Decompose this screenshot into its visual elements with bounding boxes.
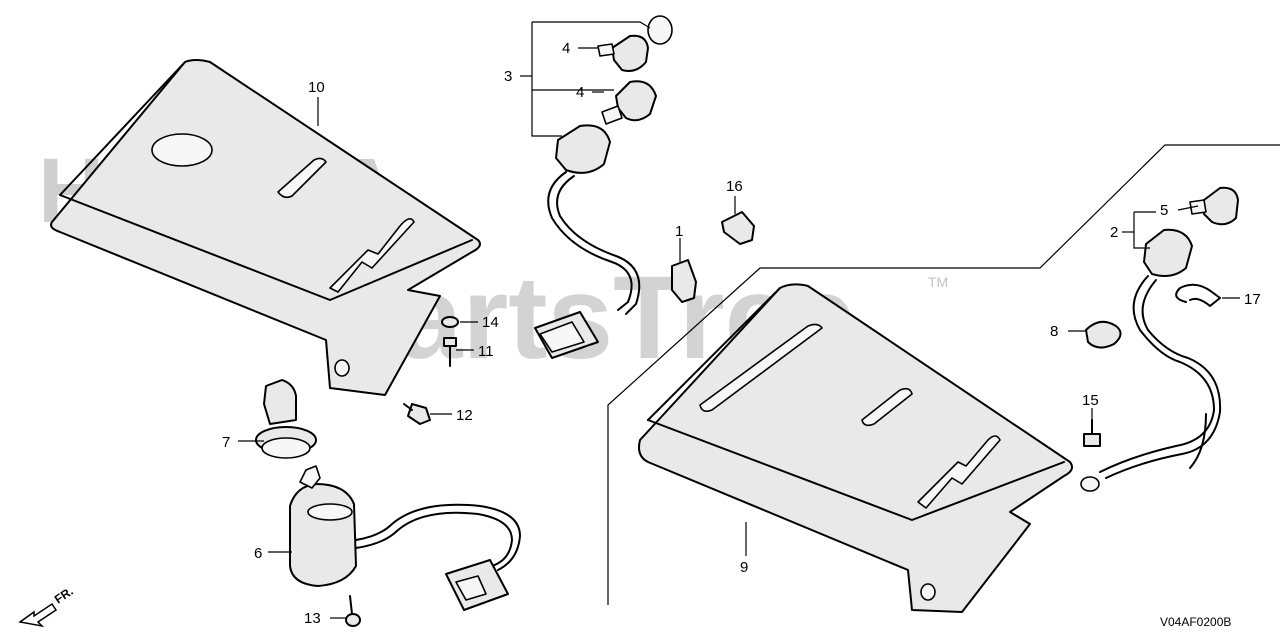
cover-vent-hole (151, 133, 213, 167)
socket-housing (555, 124, 611, 174)
callout-1: 1 (675, 223, 683, 240)
trademark-mark: TM (928, 274, 948, 290)
wire-clip[interactable] (1175, 283, 1221, 307)
switch-assembly[interactable] (289, 465, 521, 611)
callout-4b: 4 (576, 84, 584, 101)
callout-12: 12 (456, 407, 473, 424)
socket-assembly-3[interactable] (534, 15, 673, 359)
callout-3: 3 (504, 68, 512, 85)
front-arrow-icon (18, 602, 58, 628)
engine-cover-left[interactable] (50, 59, 481, 396)
socket-assembly-2[interactable] (1080, 186, 1239, 492)
callout-8: 8 (1050, 323, 1058, 340)
leader-lines (238, 21, 1240, 619)
callout-4a: 4 (562, 40, 570, 57)
bolt-11[interactable] (443, 337, 457, 367)
front-label: FR. (52, 584, 76, 606)
screw-13[interactable] (345, 595, 361, 627)
switch-knob[interactable] (255, 379, 317, 459)
screw-12[interactable] (403, 403, 431, 425)
o-ring (647, 15, 673, 45)
callouts: 10 3 4 4 16 1 5 2 17 8 14 11 12 15 7 6 9… (222, 40, 1261, 627)
callout-14: 14 (482, 314, 499, 331)
grommet[interactable] (1085, 320, 1122, 349)
cord-clip[interactable] (721, 211, 755, 245)
section-divider (607, 144, 1280, 605)
holder[interactable] (671, 259, 697, 303)
callout-17: 17 (1244, 291, 1261, 308)
callout-11: 11 (478, 343, 494, 360)
callout-10: 10 (308, 79, 325, 96)
socket-housing-2 (1143, 228, 1193, 277)
washer[interactable] (441, 316, 459, 328)
callout-7: 7 (222, 434, 230, 451)
bulb-socket-a (611, 34, 649, 72)
bulb-socket-b (615, 80, 657, 122)
callout-9: 9 (740, 559, 748, 576)
diagram-code: V04AF0200B (1160, 615, 1231, 629)
callout-13: 13 (304, 610, 321, 627)
callout-5: 5 (1160, 202, 1168, 219)
screw-15[interactable] (1083, 419, 1101, 447)
engine-cover-right[interactable] (638, 283, 1073, 613)
front-direction-indicator: FR. (18, 584, 76, 628)
callout-16: 16 (726, 178, 743, 195)
callout-6: 6 (254, 545, 262, 562)
ground-terminal (1080, 476, 1100, 492)
callout-15: 15 (1082, 392, 1099, 409)
bulb-socket-5 (1203, 186, 1239, 226)
callout-2: 2 (1110, 224, 1118, 241)
